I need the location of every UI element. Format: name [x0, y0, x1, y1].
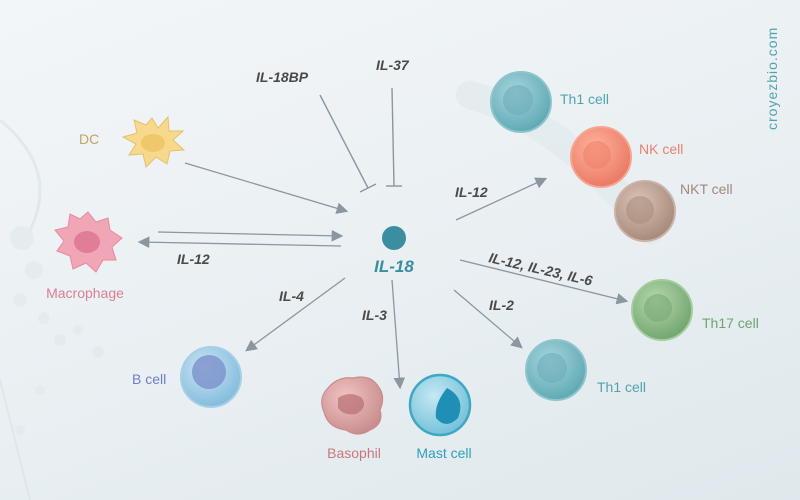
il37-inhibition-line — [391, 87, 395, 187]
watermark-text: croyezbio.com — [764, 27, 780, 130]
basophil-cell: Basophil — [321, 376, 384, 461]
b-cell-label: B cell — [132, 371, 166, 387]
mast-cell: Mast cell — [408, 373, 472, 461]
b-cell: B cell — [132, 346, 242, 408]
th1-bottom-cell: Th1 cell — [525, 339, 646, 401]
arrow-il18-to-bcell — [245, 277, 346, 352]
mast-label: Mast cell — [416, 445, 471, 461]
il18-label: IL-18 — [374, 257, 414, 276]
il18bp-inhibition-line — [319, 94, 369, 189]
nkt-cell: NKT cell — [614, 180, 733, 242]
il12-from-macrophage-label: IL-12 — [177, 251, 210, 267]
th1-top-label: Th1 cell — [560, 91, 609, 107]
arrow-dc-to-il18 — [184, 162, 349, 214]
il18bp-label: IL-18BP — [256, 69, 309, 85]
th1-top-cell: Th1 cell — [490, 71, 609, 133]
nk-label: NK cell — [639, 141, 683, 157]
inhibition-lines — [319, 87, 402, 193]
il18-node: IL-18 — [374, 226, 414, 276]
arrow-il18-to-th1-bottom — [453, 289, 523, 349]
macrophage-cell: Macrophage — [46, 211, 124, 301]
il18bp-inhibition-bar — [359, 183, 377, 193]
arrow-il18-to-th17 — [459, 259, 629, 305]
arrow-il18-to-mast — [391, 279, 406, 390]
arrow-il18-to-th1-top — [455, 177, 548, 221]
il3-label: IL-3 — [362, 307, 387, 323]
dc-label: DC — [79, 131, 99, 147]
arrow-il18-to-macrophage — [137, 236, 342, 249]
nk-cell: NK cell — [570, 126, 683, 188]
il12-23-6-label: IL-12, IL-23, IL-6 — [487, 249, 594, 288]
arrows — [137, 162, 629, 390]
basophil-label: Basophil — [327, 445, 381, 461]
il4-label: IL-4 — [279, 288, 304, 304]
macrophage-label: Macrophage — [46, 285, 124, 301]
il37-label: IL-37 — [376, 57, 410, 73]
arrow-macrophage-to-il18 — [157, 229, 344, 242]
th1-bottom-label: Th1 cell — [597, 379, 646, 395]
nkt-label: NKT cell — [680, 181, 733, 197]
dc-cell: DC — [79, 115, 186, 168]
th17-label: Th17 cell — [702, 315, 759, 331]
th17-cell: Th17 cell — [631, 279, 759, 341]
il2-label: IL-2 — [489, 297, 514, 313]
il12-to-th1-label: IL-12 — [455, 184, 488, 200]
il18-circle — [382, 226, 406, 250]
